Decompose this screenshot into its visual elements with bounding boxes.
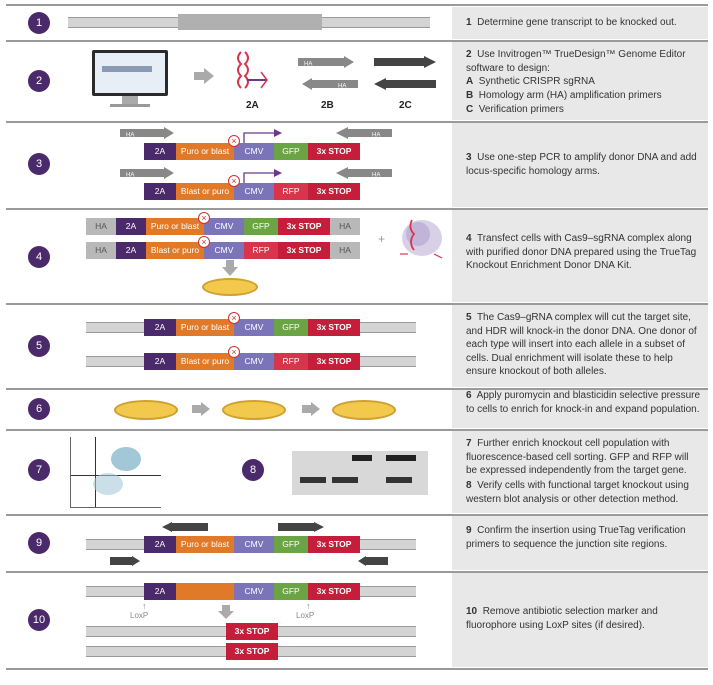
plus-sign: +: [378, 232, 386, 246]
svg-text:HA: HA: [372, 133, 380, 139]
step-1-number: 1: [466, 17, 472, 28]
step-3-row: 3 HA HA 2A Puro or blast CMV GFP 3x STOP…: [6, 123, 708, 207]
svg-text:HA: HA: [372, 173, 380, 179]
ha-primers: HA HA: [298, 56, 358, 90]
step-1-text: Determine gene transcript to be knocked …: [477, 17, 677, 28]
separator: [6, 4, 708, 6]
separator: [6, 429, 708, 431]
separator: [6, 388, 708, 390]
step-7-8-row: 7 8 7 Further enrich knockout cell popul…: [6, 431, 708, 513]
step-2-circle: 2: [28, 70, 50, 92]
separator: [6, 121, 708, 123]
svg-text:HA: HA: [338, 84, 346, 90]
loxp-mark-icon: ×: [228, 312, 240, 324]
step-3-circle: 3: [28, 153, 50, 175]
step-10-circle: 10: [28, 609, 50, 631]
gene-exon: [178, 14, 322, 30]
separator: [6, 571, 708, 573]
loxp-mark-icon: ×: [228, 175, 240, 187]
step-5-circle: 5: [28, 335, 50, 357]
step-9-row: 9 2A Puro or blast CMV GFP 3x STOP 9 Con…: [6, 516, 708, 570]
separator: [6, 668, 708, 670]
step-10-row: 10 2A CMV GFP 3x STOP ↑ LoxP ↑ LoxP 3x S…: [6, 573, 708, 667]
separator: [6, 303, 708, 305]
step-8-circle: 8: [242, 459, 264, 481]
step-5-text: The Cas9–gRNA complex will cut the targe…: [466, 312, 697, 377]
arrow-right-icon: [192, 402, 210, 416]
step-2-row: 2 2A HA HA 2B 2C 2 Use Invitrogen™ TrueD: [6, 42, 708, 120]
step-6-circle: 6: [28, 398, 50, 420]
step-6-row: 6 6 Apply puromycin and blasticidin sele…: [6, 390, 708, 428]
separator: [6, 208, 708, 210]
svg-text:HA: HA: [126, 133, 134, 139]
verification-primers: [374, 56, 436, 90]
step-2-item-b: Homology arm (HA) amplification primers: [478, 90, 662, 101]
loxp-label: LoxP: [130, 611, 149, 620]
step-2-text: Use Invitrogen™ TrueDesign™ Genome Edito…: [466, 49, 686, 74]
arrow-down-icon: [218, 605, 234, 619]
loxp-mark-icon: ×: [198, 236, 210, 248]
loxp-mark-icon: ×: [228, 135, 240, 147]
step-1-circle: 1: [28, 12, 50, 34]
svg-text:HA: HA: [126, 173, 134, 179]
flow-cytometry-plot: [70, 437, 161, 508]
step-7-text: Further enrich knockout cell population …: [466, 438, 689, 476]
step-8-text: Verify cells with functional target knoc…: [466, 480, 689, 505]
petri-dish-icon: [114, 400, 178, 420]
step-5-row: 5 2A Puro or blast CMV GFP 3x STOP × 2A …: [6, 305, 708, 387]
step-9-circle: 9: [28, 532, 50, 554]
label-2a: 2A: [246, 100, 259, 111]
step-4-row: 4 HA 2A Puro or blast CMV GFP 3x STOP HA…: [6, 210, 708, 302]
arrow-down-icon: [222, 260, 238, 276]
sgrna-icon: [237, 51, 268, 89]
label-2c: 2C: [399, 100, 412, 111]
step-4-circle: 4: [28, 246, 50, 268]
petri-dish-icon: [332, 400, 396, 420]
label-2b: 2B: [321, 100, 334, 111]
svg-text:HA: HA: [304, 62, 312, 68]
petri-dish-icon: [222, 400, 286, 420]
step-2-item-c: Verification primers: [478, 104, 564, 115]
step-6-text: Apply puromycin and blasticidin selectiv…: [466, 390, 701, 415]
step-9-text: Confirm the insertion using TrueTag veri…: [466, 525, 686, 550]
step-7-circle: 7: [28, 459, 50, 481]
monitor-icon: [92, 50, 168, 96]
arrow-right-icon: [194, 68, 214, 84]
step-1-row: 1 1 Determine gene transcript to be knoc…: [6, 7, 708, 39]
separator: [6, 514, 708, 516]
western-blot-image: [292, 451, 428, 495]
cas9-complex-icon: [400, 219, 443, 259]
step-10-text: Remove antibiotic selection marker and f…: [466, 606, 658, 631]
petri-dish-icon: [202, 278, 258, 296]
step-2-item-a: Synthetic CRISPR sgRNA: [478, 76, 595, 87]
loxp-label: LoxP: [296, 611, 315, 620]
separator: [6, 40, 708, 42]
step-3-text: Use one-step PCR to amplify donor DNA an…: [466, 152, 697, 177]
loxp-mark-icon: ×: [198, 212, 210, 224]
arrow-right-icon: [302, 402, 320, 416]
loxp-mark-icon: ×: [228, 346, 240, 358]
step-4-text: Transfect cells with Cas9–sgRNA complex …: [466, 233, 697, 271]
